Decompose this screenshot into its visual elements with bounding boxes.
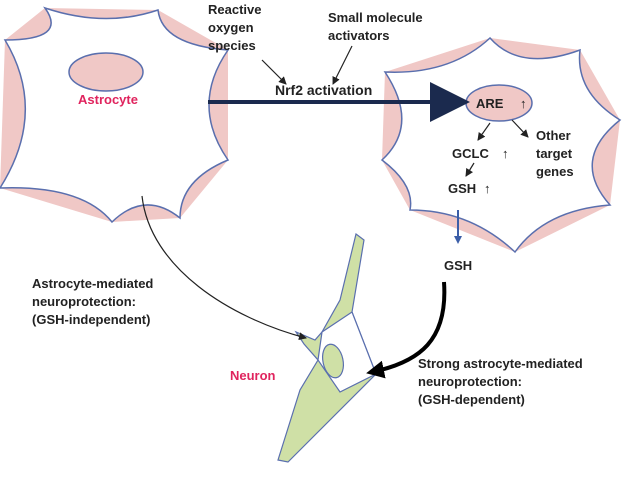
astrocyte-label: Astrocyte — [78, 92, 138, 107]
are-to-other-genes-arrow — [511, 119, 529, 138]
gclc-up-arrow: ↑ — [502, 146, 509, 161]
neuron-nucleus — [321, 343, 345, 379]
gsh-independent-line3: (GSH-independent) — [32, 312, 150, 327]
gsh-dependent-label: Strong astrocyte-mediated neuroprotectio… — [418, 356, 583, 407]
gsh-independent-arrow — [141, 195, 307, 341]
are-to-gclc-arrow — [477, 122, 491, 141]
gsh-dependent-line2: neuroprotection: — [418, 374, 522, 389]
ros-arrow — [261, 59, 287, 85]
gclc-to-gsh-arrow — [465, 162, 475, 177]
gsh-dependent-arrow — [366, 281, 447, 379]
small-molecule-input: Small molecule activators — [328, 10, 423, 85]
astrocyte-right — [380, 36, 622, 254]
gclc-label: GCLC — [452, 146, 489, 161]
nrf2-activation-label: Nrf2 activation — [275, 82, 372, 98]
astrocyte-left: Astrocyte — [0, 6, 230, 224]
gsh-dependent-line1: Strong astrocyte-mediated — [418, 356, 583, 371]
gsh-independent-line1: Astrocyte-mediated — [32, 276, 153, 291]
neuron-label: Neuron — [230, 368, 276, 383]
gsh-released-label: GSH — [444, 258, 472, 273]
astrocyte-left-body — [0, 6, 230, 224]
small-molecule-line2: activators — [328, 28, 389, 43]
other-genes-line3: genes — [536, 164, 574, 179]
neuron: Neuron — [230, 232, 377, 463]
gsh-up-arrow: ↑ — [484, 181, 491, 196]
ros-label-line1: Reactive — [208, 2, 261, 17]
ros-input: Reactive oxygen species — [208, 2, 287, 85]
gsh-independent-label: Astrocyte-mediated neuroprotection: (GSH… — [32, 276, 153, 327]
gsh-internal-label: GSH — [448, 181, 476, 196]
ros-label-line2: oxygen — [208, 20, 254, 35]
are-up-arrow: ↑ — [520, 96, 527, 111]
other-genes-line2: target — [536, 146, 573, 161]
gsh-independent-line2: neuroprotection: — [32, 294, 136, 309]
are-label: ARE — [476, 96, 504, 111]
astrocyte-left-nucleus — [68, 52, 144, 92]
ros-label-line3: species — [208, 38, 256, 53]
gsh-dependent-line3: (GSH-dependent) — [418, 392, 525, 407]
small-molecule-arrow — [332, 45, 353, 85]
small-molecule-line1: Small molecule — [328, 10, 423, 25]
other-genes-line1: Other — [536, 128, 571, 143]
